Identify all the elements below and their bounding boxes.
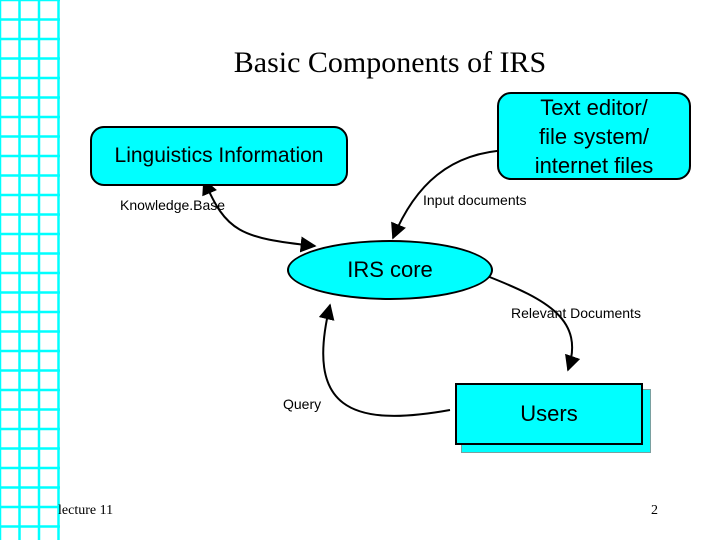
knowledge-base-label: Knowledge.Base — [120, 197, 226, 213]
page-number: 2 — [651, 503, 658, 518]
irs-core-node: IRS core — [287, 240, 493, 300]
arrow-relevant-documents — [486, 275, 581, 372]
arrow-knowledge-base — [202, 178, 317, 253]
decorative-grid — [0, 0, 60, 540]
users-box: Users — [455, 383, 643, 445]
slide-title: Basic Components of IRS — [233, 46, 547, 79]
linguistics-information-box: Linguistics Information — [90, 126, 348, 186]
relevant-documents-label: Relevant Documents — [511, 305, 641, 321]
text-editor-box: Text editor/ file system/ internet files — [497, 92, 691, 180]
query-label: Query — [283, 396, 322, 412]
arrow-input-documents — [391, 149, 511, 240]
footer-lecture: lecture 11 — [58, 503, 114, 518]
input-documents-label: Input documents — [423, 192, 527, 208]
arrow-query — [318, 303, 451, 417]
